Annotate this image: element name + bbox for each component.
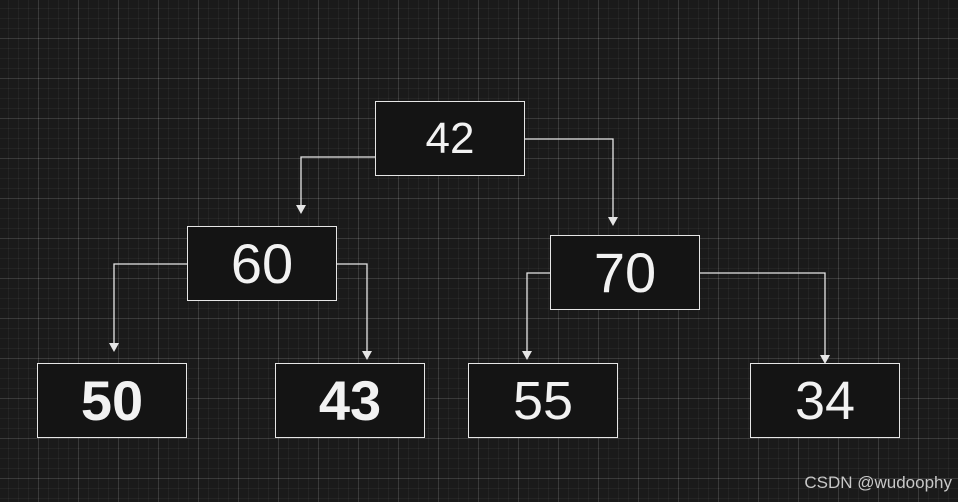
node-label: 55 [512, 370, 574, 431]
edge-60-43 [337, 263, 368, 351]
tree-node-55: 55 [468, 363, 618, 438]
arrowhead-70 [608, 217, 618, 226]
tree-node-43: 43 [275, 363, 425, 438]
tree-node-60: 60 [187, 226, 337, 301]
arrowhead-50 [109, 343, 119, 352]
node-label: 70 [593, 240, 657, 304]
watermark: CSDN @wudoophy [804, 473, 952, 492]
node-label: 42 [425, 113, 475, 163]
arrowhead-55 [522, 351, 532, 360]
arrowhead-34 [820, 355, 830, 364]
edge-42-70 [525, 138, 614, 217]
tree-node-34: 34 [750, 363, 900, 438]
node-label: 60 [230, 231, 294, 295]
tree-node-50: 50 [37, 363, 187, 438]
node-label: 43 [318, 368, 382, 432]
node-label: 50 [80, 368, 144, 432]
edge-42-60 [300, 156, 375, 205]
tree-node-70: 70 [550, 235, 700, 310]
arrowhead-60 [296, 205, 306, 214]
tree-node-42: 42 [375, 101, 525, 176]
edge-70-55 [526, 272, 550, 351]
arrowhead-43 [362, 351, 372, 360]
edge-70-34 [700, 272, 826, 355]
node-label: 34 [794, 370, 856, 431]
edge-60-50 [113, 263, 187, 343]
